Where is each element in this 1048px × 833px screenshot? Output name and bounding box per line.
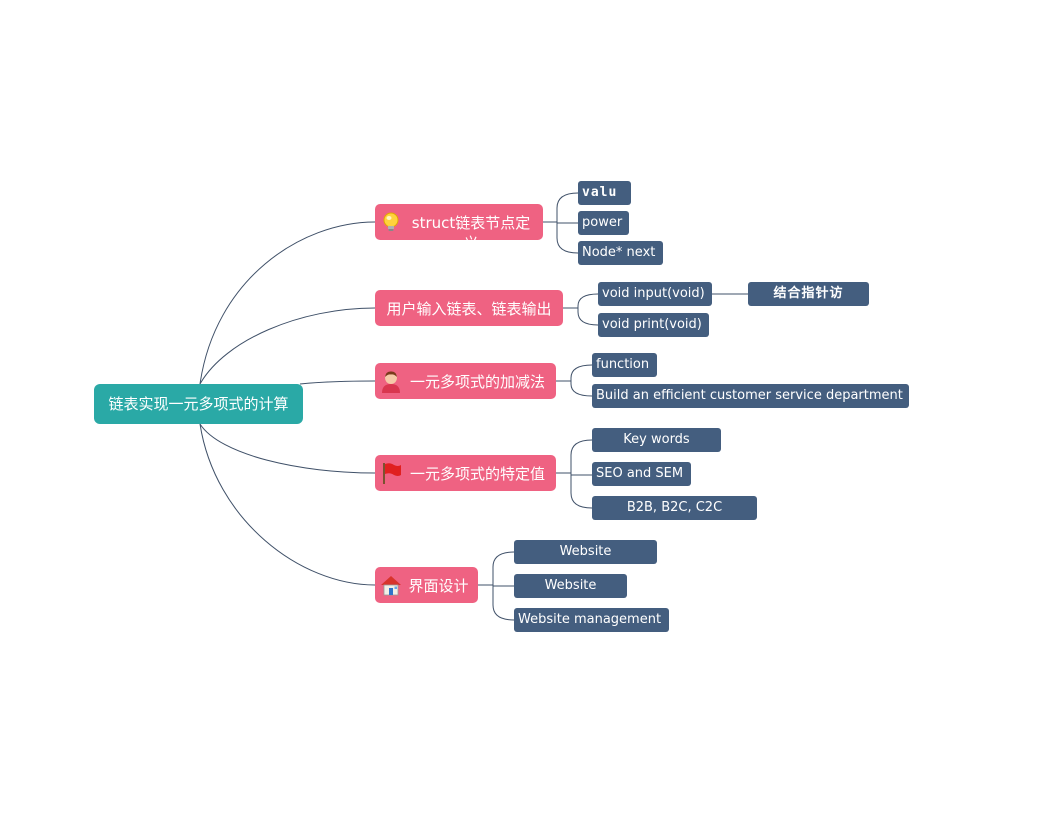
branch-topic-5[interactable]: 界面设计 [375, 567, 478, 603]
leaf-topic-5-1[interactable]: Website [514, 540, 657, 564]
leaf-topic-2-1[interactable]: void input(void) [598, 282, 712, 306]
branch-topic-3[interactable]: 一元多项式的加减法 [375, 363, 556, 399]
leaf-topic-1-3[interactable]: Node* next [578, 241, 663, 265]
branch-topic-1[interactable]: struct链表节点定义 [375, 204, 543, 240]
leaf-topic-4-2[interactable]: SEO and SEM [592, 462, 691, 486]
branch2-connector-bracket [577, 293, 599, 326]
leaf-topic-2-1-1[interactable]: 结合指针访 [748, 282, 869, 306]
leaf-topic-1-3-label: Node* next [582, 245, 656, 260]
leaf-topic-2-1-1-label: 结合指针访 [773, 286, 844, 301]
leaf-topic-3-1[interactable]: function [592, 353, 657, 377]
branch-topic-5-label: 界面设计 [408, 577, 469, 595]
leaf-topic-2-2-label: void print(void) [602, 317, 702, 332]
branch3-connector-bracket [570, 364, 593, 397]
root-connector-5 [199, 423, 376, 586]
person-icon [382, 371, 400, 393]
root-topic-label: 链表实现一元多项式的计算 [108, 395, 289, 413]
root-connector-4 [199, 423, 376, 474]
branch-topic-3-label: 一元多项式的加减法 [409, 373, 545, 391]
leaf-topic-5-3[interactable]: Website management [514, 608, 669, 632]
leaf-topic-4-3[interactable]: B2B, B2C, C2C [592, 496, 757, 520]
branch-topic-2-label: 用户输入链表、链表输出 [386, 300, 552, 318]
root-connector-2 [199, 307, 376, 385]
leaf-topic-5-1-label: Website [559, 544, 612, 559]
leaf-topic-3-2-label: Build an efficient customer service depa… [596, 388, 903, 403]
leaf-topic-5-3-label: Website management [518, 612, 662, 627]
leaf-topic-1-2-label: power [582, 215, 623, 230]
leaf-topic-1-1[interactable]: valu [578, 181, 631, 205]
root-connector-3 [299, 380, 376, 385]
leaf-topic-2-2[interactable]: void print(void) [598, 313, 709, 337]
root-connector-1 [199, 221, 376, 385]
leaf-topic-5-2[interactable]: Website [514, 574, 627, 598]
branch4-connector-bracket [570, 439, 593, 509]
leaf-topic-1-2[interactable]: power [578, 211, 629, 235]
branch-topic-1-label: struct链表节点定义 [411, 214, 531, 240]
branch-topic-2[interactable]: 用户输入链表、链表输出 [375, 290, 563, 326]
leaf-topic-3-1-label: function [596, 357, 650, 372]
red-flag-icon [383, 463, 401, 484]
leaf-topic-1-1-label: valu [582, 185, 618, 200]
leaf-topic-4-3-label: B2B, B2C, C2C [626, 500, 723, 515]
leaf-topic-4-1-label: Key words [623, 432, 690, 447]
leaf-topic-4-2-label: SEO and SEM [596, 466, 684, 481]
branch-topic-4-label: 一元多项式的特定值 [409, 465, 545, 483]
lightbulb-icon [383, 212, 399, 231]
leaf-topic-5-2-label: Website [544, 578, 597, 593]
house-icon [381, 576, 401, 596]
leaf-topic-2-1-label: void input(void) [602, 286, 705, 301]
leaf-topic-3-2[interactable]: Build an efficient customer service depa… [592, 384, 909, 408]
leaf-topic-4-1[interactable]: Key words [592, 428, 721, 452]
root-topic[interactable]: 链表实现一元多项式的计算 [94, 384, 303, 424]
branch-topic-4[interactable]: 一元多项式的特定值 [375, 455, 556, 491]
